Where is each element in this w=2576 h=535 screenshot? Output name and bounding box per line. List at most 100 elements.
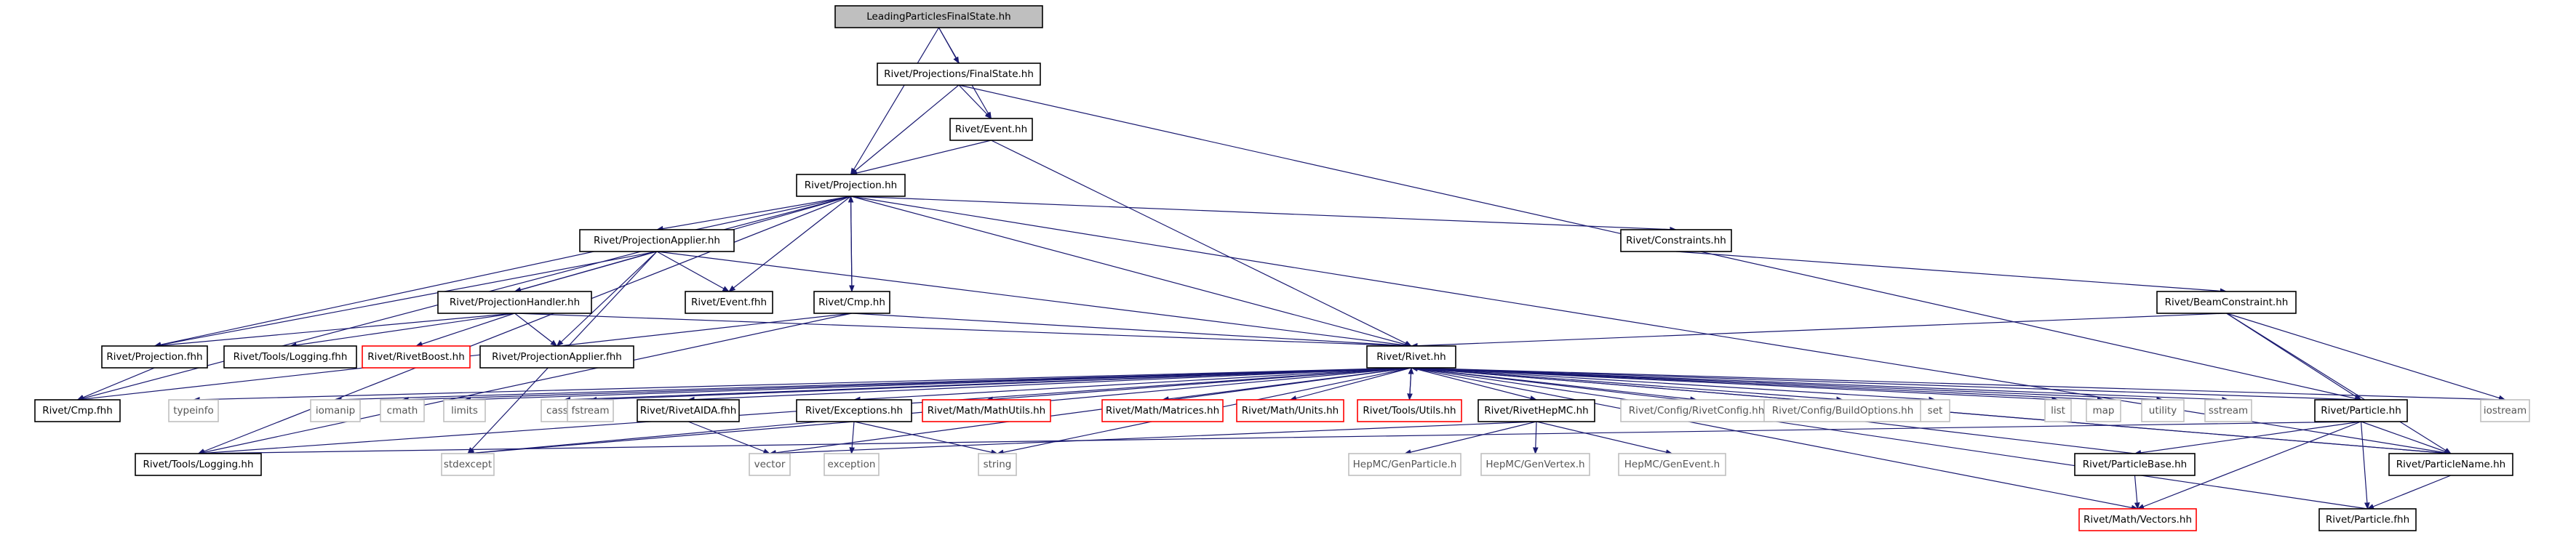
edge-cmphh-to-proj <box>848 196 854 292</box>
edge-particlehh-to-toolslog <box>197 421 2361 456</box>
node-typeinfo[interactable]: typeinfo <box>168 399 219 422</box>
node-label: Rivet/Config/BuildOptions.hh <box>1772 405 1914 417</box>
node-toolslogfhh[interactable]: Rivet/Tools/Logging.fhh <box>223 345 357 369</box>
node-genparticle[interactable]: HepMC/GenParticle.h <box>1348 453 1462 476</box>
node-label: Rivet/ProjectionApplier.hh <box>594 235 720 246</box>
node-limits[interactable]: limits <box>443 399 486 422</box>
node-rivethh[interactable]: Rivet/Rivet.hh <box>1366 345 1456 369</box>
edge <box>2366 475 2452 510</box>
node-set[interactable]: set <box>1920 399 1950 422</box>
node-mathutils[interactable]: Rivet/Math/MathUtils.hh <box>922 399 1051 422</box>
node-phandler[interactable]: Rivet/ProjectionHandler.hh <box>437 291 592 314</box>
node-vectors[interactable]: Rivet/Math/Vectors.hh <box>2078 508 2197 531</box>
node-particlehh[interactable]: Rivet/Particle.hh <box>2314 399 2408 422</box>
node-sstream[interactable]: sstream <box>2204 399 2252 422</box>
edge <box>1289 367 1412 401</box>
edge <box>851 313 1412 349</box>
node-matrices[interactable]: Rivet/Math/Matrices.hh <box>1101 399 1224 422</box>
edge <box>153 196 851 347</box>
node-label: Rivet/Config/RivetConfig.hh <box>1629 405 1765 417</box>
node-aida[interactable]: Rivet/RivetAIDA.fhh <box>637 399 740 422</box>
edge <box>1536 421 1673 455</box>
node-box <box>443 399 486 422</box>
edge <box>2137 421 2361 510</box>
node-fstream[interactable]: fstream <box>567 399 614 422</box>
node-toolslog[interactable]: Rivet/Tools/Logging.hh <box>135 453 262 476</box>
edge-proj-to-toolslog <box>197 196 851 454</box>
node-label: HepMC/GenVertex.h <box>1486 459 1584 470</box>
edge <box>850 84 960 175</box>
node-box <box>1620 399 1773 422</box>
edge-proj-to-projfhh <box>153 196 851 347</box>
node-eventfhh[interactable]: Rivet/Event.fhh <box>685 291 773 314</box>
node-label: Rivet/Math/Units.hh <box>1242 405 1339 417</box>
node-cmpfhh[interactable]: Rivet/Cmp.fhh <box>34 399 121 422</box>
node-fs[interactable]: Rivet/Projections/FinalState.hh <box>877 63 1041 86</box>
node-proj[interactable]: Rivet/Projection.hh <box>796 174 906 197</box>
node-cmath[interactable]: cmath <box>380 399 425 422</box>
node-utility[interactable]: utility <box>2141 399 2185 422</box>
node-beam[interactable]: Rivet/BeamConstraint.hh <box>2156 291 2297 314</box>
node-box <box>1618 453 1726 476</box>
node-label: Rivet/Particle.fhh <box>2326 514 2409 526</box>
node-map[interactable]: map <box>2086 399 2121 422</box>
edge-phandler-to-boost <box>415 313 515 347</box>
node-hepmc[interactable]: Rivet/RivetHepMC.hh <box>1478 399 1595 422</box>
node-vector[interactable]: vector <box>749 453 791 476</box>
node-exceptions[interactable]: Rivet/Exceptions.hh <box>796 399 912 422</box>
node-label: Rivet/Event.fhh <box>691 297 767 308</box>
node-stdexcept[interactable]: stdexcept <box>441 453 495 476</box>
edge-rivethh-to-buildopts <box>1411 367 1843 403</box>
node-box <box>437 291 592 314</box>
node-genevent[interactable]: HepMC/GenEvent.h <box>1618 453 1726 476</box>
node-eventhh[interactable]: Rivet/Event.hh <box>949 118 1033 141</box>
edge <box>656 251 1412 348</box>
edge <box>656 196 851 232</box>
node-pappfhh[interactable]: Rivet/ProjectionApplier.fhh <box>479 345 634 369</box>
node-label: Rivet/ParticleBase.hh <box>2083 459 2187 470</box>
node-box <box>101 345 208 369</box>
node-iomanip[interactable]: iomanip <box>310 399 361 422</box>
edge-particlehh-to-vectors <box>2137 421 2361 510</box>
node-constraints[interactable]: Rivet/Constraints.hh <box>1620 229 1732 252</box>
node-string[interactable]: string <box>978 453 1017 476</box>
node-box <box>1236 399 1344 422</box>
edge <box>687 421 770 454</box>
node-particlebase[interactable]: Rivet/ParticleBase.hh <box>2074 453 2196 476</box>
node-particlename[interactable]: Rivet/ParticleName.hh <box>2388 453 2513 476</box>
node-exception[interactable]: exception <box>824 453 880 476</box>
node-rivetconfig[interactable]: Rivet/Config/RivetConfig.hh <box>1620 399 1773 422</box>
node-papplier[interactable]: Rivet/ProjectionApplier.hh <box>579 229 735 252</box>
edge <box>2134 475 2140 510</box>
edge-beam-to-iostream <box>2226 313 2506 401</box>
edge-hepmc-to-genevent <box>1536 421 1673 455</box>
edge <box>514 313 558 347</box>
node-toolsutils[interactable]: Rivet/Tools/Utils.hh <box>1357 399 1462 422</box>
edge-proj-to-rivethh <box>850 196 1412 347</box>
edge-projfhh-to-cmpfhh <box>76 367 155 401</box>
edge <box>991 140 1412 347</box>
node-particlefhh[interactable]: Rivet/Particle.fhh <box>2318 508 2417 531</box>
node-label: typeinfo <box>173 405 213 417</box>
node-list[interactable]: list <box>2044 399 2072 422</box>
edge-rivethh-to-vector <box>769 367 1412 456</box>
edge <box>1411 367 2506 403</box>
node-boost[interactable]: Rivet/RivetBoost.hh <box>362 345 471 369</box>
edge-rivethh-to-exceptions <box>853 367 1412 403</box>
edge-fs-to-eventhh <box>958 84 992 119</box>
edge <box>153 251 658 348</box>
node-label: set <box>1928 405 1943 417</box>
node-cmphh[interactable]: Rivet/Cmp.hh <box>813 291 890 314</box>
edge <box>197 421 2361 456</box>
node-root[interactable]: LeadingParticlesFinalState.hh <box>834 5 1043 28</box>
node-iostream[interactable]: iostream <box>2480 399 2530 422</box>
node-box <box>796 399 912 422</box>
edge-hepmc-to-genparticle <box>1404 421 1537 455</box>
edge <box>850 196 1412 347</box>
edge-proj-to-papplier <box>656 196 851 232</box>
node-genvertex[interactable]: HepMC/GenVertex.h <box>1480 453 1590 476</box>
node-projfhh[interactable]: Rivet/Projection.fhh <box>101 345 208 369</box>
node-label: HepMC/GenParticle.h <box>1353 459 1457 470</box>
node-units[interactable]: Rivet/Math/Units.hh <box>1236 399 1344 422</box>
node-buildopts[interactable]: Rivet/Config/BuildOptions.hh <box>1763 399 1922 422</box>
